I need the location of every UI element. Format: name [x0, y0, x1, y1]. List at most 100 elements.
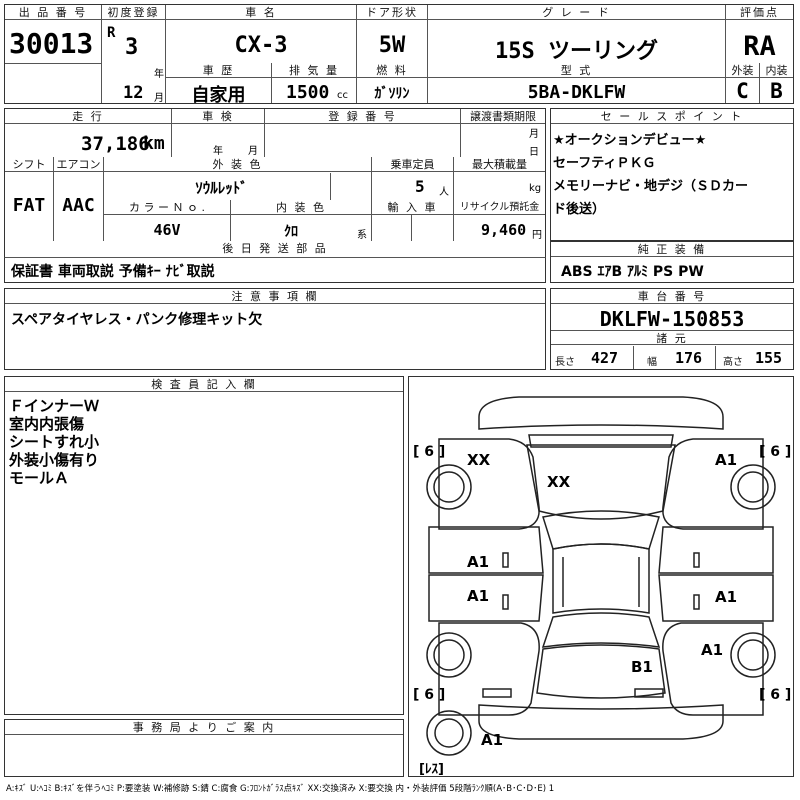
displacement-unit: cc [337, 90, 348, 101]
damage-mark-right-rear-fender: A1 [701, 641, 723, 659]
car-history: 自家用 [191, 85, 246, 106]
color-no: 46V [153, 221, 181, 239]
inspector-note: シートすれ小 [9, 433, 100, 451]
interior-header: 内装 [760, 63, 793, 78]
mileage-unit: km [143, 133, 165, 154]
height: 155 [755, 349, 783, 367]
later-items-box: 保証書 車両取説 予備ｷｰ ﾅﾋﾞ取説 [4, 257, 546, 283]
color-no-header: カ ラ ー Ｎ ｏ . [104, 200, 230, 215]
damage-mark-front-left-fender: XX [467, 451, 491, 469]
width: 176 [675, 349, 703, 367]
registration-header: 登 録 番 号 [265, 109, 460, 124]
transfer-header: 譲渡書類期限 [461, 109, 545, 124]
vehicle-details-section: 走 行 37,186 km 車 検 年 月 登 録 番 号 譲渡書類期限 月 日… [4, 108, 546, 258]
damage-mark-left-front-door: A1 [467, 553, 489, 571]
inspection-month-unit: 月 [248, 146, 258, 157]
inspector-section: 検 査 員 記 入 欄 ＦインナーＷ 室内内張傷 シートすれ小 外装小傷有り モ… [4, 376, 404, 715]
door-type: 5W [378, 33, 406, 58]
genuine-header: 純 正 装 備 [551, 242, 793, 257]
recycle-unit: 円 [532, 230, 542, 241]
sales-point-section: セ ー ル ス ポ イ ン ト ★オークションデビュー★ セーフティＰＫＧ メモ… [550, 108, 794, 241]
caution-header: 注 意 事 項 欄 [5, 289, 545, 304]
later-items: 保証書 車両取説 予備ｷｰ ﾅﾋﾞ取説 [11, 264, 215, 280]
tire-rl-label: [ 6 ] [413, 687, 445, 703]
reg-month: 12 [123, 83, 144, 103]
interior-grade: B [770, 79, 783, 103]
inspector-note: 室内内張傷 [9, 415, 85, 433]
inspector-header: 検 査 員 記 入 欄 [5, 377, 403, 392]
grade-header: グ レ ー ド [428, 5, 725, 20]
sales-point-line: メモリーナビ・地デジ（ＳＤカー [553, 179, 749, 194]
capacity-unit: 人 [439, 187, 449, 198]
chassis-header: 車 台 番 号 [551, 289, 793, 304]
shift: FAT [12, 195, 46, 216]
door-header: ドア形状 [357, 5, 427, 20]
inspector-note: ＦインナーＷ [9, 397, 100, 415]
ext-color: ｿｳﾙﾚｯﾄﾞ [195, 179, 248, 197]
length-label: 長さ [555, 357, 575, 368]
displacement: 1500 [286, 82, 330, 103]
later-items-header: 後 日 発 送 部 品 [5, 241, 545, 256]
capacity: 5 [415, 177, 425, 196]
first-reg-header: 初度登録 [102, 5, 165, 20]
caution-text: スペアタイヤレス・パンク修理キット欠 [11, 312, 263, 328]
office-header: 事 務 局 よ り ご 案 内 [5, 720, 403, 735]
damage-legend: A:ｷｽﾞ U:ﾍｺﾐ B:ｷｽﾞを伴うﾍｺﾐ P:要塗装 W:補修跡 S:錆 … [6, 784, 555, 794]
car-name: CX-3 [234, 33, 288, 58]
reg-year: 3 [125, 35, 139, 60]
capacity-header: 乗車定員 [372, 157, 453, 172]
inspection-year-unit: 年 [213, 146, 223, 157]
recycle-fee: 9,460 [481, 221, 527, 239]
int-color: ｸﾛ [284, 224, 298, 240]
ac: AAC [62, 195, 95, 216]
mileage-header: 走 行 [5, 109, 171, 124]
specs-header: 諸 元 [551, 330, 793, 345]
spare-tire-label: [ﾚｽ] [419, 762, 444, 776]
caution-section: 注 意 事 項 欄 スペアタイヤレス・パンク修理キット欠 [4, 288, 546, 370]
damage-mark-hood: XX [547, 473, 571, 491]
genuine-equipment-section: 純 正 装 備 ABS ｴｱB ｱﾙﾐ PS PW [550, 241, 794, 283]
inspector-note: モールＡ [9, 469, 70, 487]
inspector-note: 外装小傷有り [9, 451, 100, 469]
damage-mark-trunk: B1 [631, 658, 653, 676]
damage-mark-left-rear-door: A1 [467, 587, 489, 605]
exterior-grade: C [736, 79, 749, 103]
inspection-header: 車 検 [172, 109, 264, 124]
reg-month-unit: 月 [154, 93, 164, 104]
mileage: 37,186 [81, 133, 150, 155]
sales-point-header: セ ー ル ス ポ イ ン ト [551, 109, 793, 124]
displacement-header: 排 気 量 [272, 63, 356, 78]
load-unit: kg [529, 183, 542, 194]
shift-header: シフト [5, 157, 53, 172]
exterior-header: 外装 [726, 63, 759, 78]
sales-point-line: セーフティＰＫＧ [553, 156, 656, 171]
damage-diagram: [ 6 ] [ 6 ] [ 6 ] [ 6 ] [ﾚｽ] XX XX A1 A1… [408, 376, 794, 777]
damage-mark-right-rear-door: A1 [715, 588, 737, 606]
grade: 15S ツーリング [495, 39, 658, 64]
tire-fl-label: [ 6 ] [413, 444, 445, 460]
vehicle-header-section: 出 品 番 号 30013 初度登録 R 3 年 12 月 車 名 CX-3 ド… [4, 4, 794, 106]
ac-header: エアコン [54, 157, 103, 172]
int-color-header: 内 装 色 [231, 200, 371, 215]
transfer-day-unit: 日 [529, 147, 539, 158]
office-section: 事 務 局 よ り ご 案 内 [4, 719, 404, 777]
length: 427 [591, 349, 619, 367]
car-outline-diagram: [ 6 ] [ 6 ] [ 6 ] [ 6 ] [ﾚｽ] XX XX A1 A1… [413, 396, 791, 776]
lot-no: 30013 [9, 27, 94, 60]
tire-rr-label: [ 6 ] [759, 687, 791, 703]
reg-year-unit: 年 [154, 69, 164, 80]
lot-no-header: 出 品 番 号 [5, 5, 101, 20]
sales-point-line: ★オークションデビュー★ [553, 133, 707, 148]
recycle-header: リサイクル預託金 [454, 200, 545, 215]
era: R [107, 25, 116, 41]
fuel: ｶﾞｿﾘﾝ [374, 86, 410, 102]
transfer-month-unit: 月 [529, 129, 539, 140]
import-header: 輸 入 車 [372, 200, 453, 215]
width-label: 幅 [647, 357, 657, 368]
chassis-number: DKLFW-150853 [599, 307, 745, 331]
sales-point-line: ド後送） [553, 202, 606, 217]
model-code: 5BA-DKLFW [527, 82, 626, 103]
score: RA [743, 31, 776, 62]
fuel-header: 燃 料 [357, 63, 427, 78]
damage-mark-front-right-fender: A1 [715, 451, 737, 469]
